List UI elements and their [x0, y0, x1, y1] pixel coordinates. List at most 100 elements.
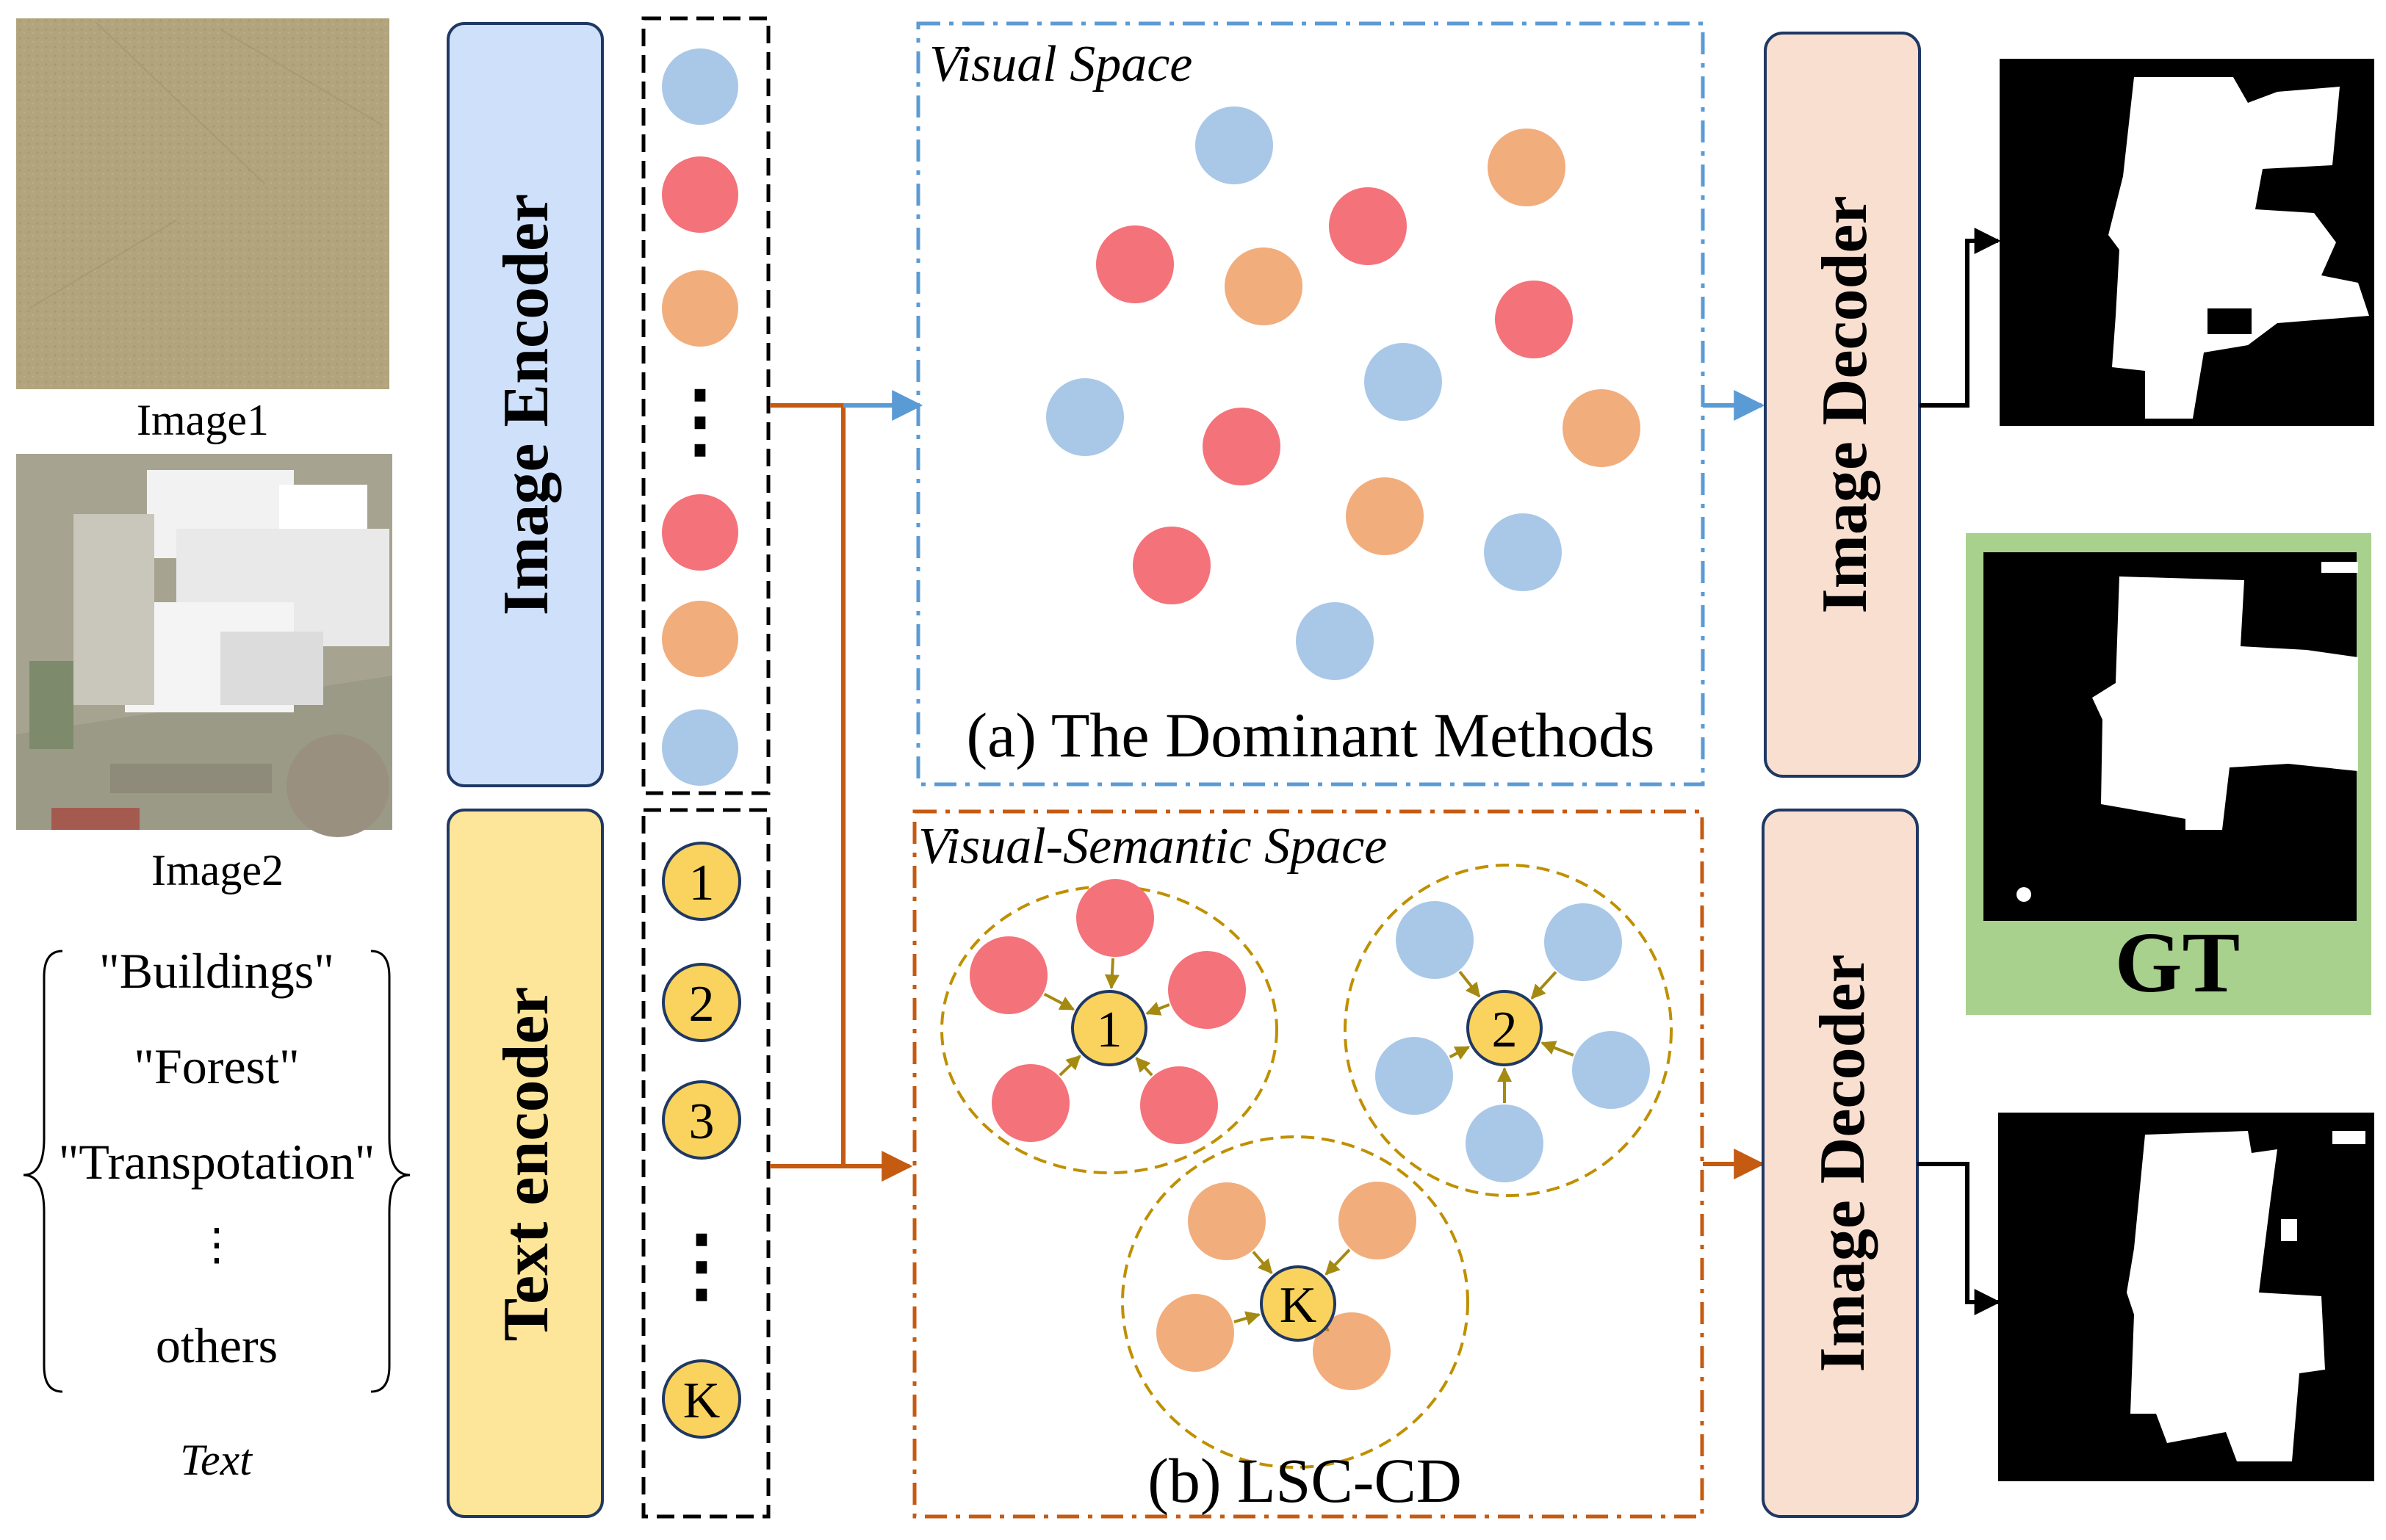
visual-space-point — [1096, 225, 1174, 303]
semantic-token — [662, 842, 741, 921]
cluster-point — [1313, 1312, 1391, 1390]
cluster-attraction-arrow — [1135, 1057, 1153, 1077]
image-encoder-label: Image Encoder — [491, 194, 562, 615]
cluster-center — [1466, 990, 1543, 1066]
cluster-point — [1375, 1037, 1453, 1115]
cluster-attraction-arrow — [1252, 1251, 1273, 1274]
encoder-connectors — [770, 390, 923, 1182]
cluster-center-label: K — [1280, 1277, 1317, 1334]
image-decoder-top: Image Decoder — [1764, 32, 1921, 778]
semantic-token — [662, 1080, 741, 1160]
text-list-item: others — [156, 1317, 278, 1373]
clusters: 1 2K — [940, 864, 1673, 1469]
cluster-point — [970, 936, 1048, 1014]
cluster: K — [1121, 1135, 1469, 1469]
text-list-item: ⋮ — [195, 1221, 239, 1269]
right-brace — [370, 950, 411, 1393]
visual-space-point — [1495, 281, 1573, 358]
image1-label: Image1 — [137, 396, 269, 444]
cluster-point — [1140, 1066, 1218, 1144]
visual-space-point — [1563, 389, 1640, 467]
cluster-attraction-arrow — [1530, 971, 1557, 999]
cluster: 1 — [940, 879, 1278, 1174]
cluster-attraction-arrow — [1458, 970, 1481, 998]
semantic-token-label: K — [683, 1373, 721, 1429]
visual-tokens — [662, 48, 738, 786]
image1 — [16, 18, 389, 389]
image-decoder-top-label: Image Decoder — [1809, 195, 1881, 613]
visual-space-point — [1225, 247, 1302, 325]
visual-token — [662, 601, 738, 677]
gt-label: GT — [2115, 914, 2241, 1011]
text-list-item: "Buildings" — [99, 943, 334, 999]
gt-panel: GT — [1966, 533, 2371, 1015]
decoder-top-output-arrow — [1920, 228, 2001, 408]
cluster-point — [1466, 1105, 1543, 1182]
visual-space-point — [1133, 527, 1211, 604]
text-encoder: Text encoder — [447, 809, 604, 1518]
cluster-attraction-arrow — [1233, 1311, 1261, 1326]
cluster-point — [1338, 1182, 1416, 1259]
cluster-attraction-arrow — [1145, 1002, 1170, 1016]
visual-points — [1046, 106, 1640, 680]
image2-label: Image2 — [151, 846, 284, 894]
image2 — [16, 454, 392, 837]
left-brace — [23, 950, 63, 1393]
cluster-attraction-arrow — [1540, 1041, 1574, 1057]
cluster-boundary — [1344, 864, 1673, 1197]
text-list-item: "Transpotation" — [59, 1134, 375, 1190]
visual-token — [662, 270, 738, 347]
cluster-center — [1260, 1265, 1336, 1342]
visual-token-ellipsis: ⋮ — [660, 376, 740, 466]
cluster-point — [1168, 951, 1246, 1029]
prediction-mask-bottom — [1998, 1113, 2374, 1481]
cluster-point — [1572, 1031, 1650, 1109]
cluster-attraction-arrow — [1449, 1045, 1471, 1060]
semantic-token — [662, 963, 741, 1042]
visual-space-title: Visual Space — [929, 36, 1192, 93]
cluster-boundary — [1121, 1135, 1469, 1469]
cluster-attraction-arrow — [1324, 1248, 1351, 1276]
semantic-token-label: 2 — [689, 976, 715, 1033]
image-encoder: Image Encoder — [447, 22, 604, 787]
input-column: Image1 Image2 "Buildings" "Forest" "Transp… — [16, 18, 411, 1484]
visual-space-point — [1488, 129, 1565, 206]
semantic-space-caption: (b) LSC-CD — [1147, 1445, 1462, 1516]
text-encoder-label: Text encoder — [491, 986, 562, 1341]
cluster-attraction-arrow — [1043, 992, 1075, 1011]
text-list-item: "Forest" — [134, 1038, 300, 1094]
semantic-token-ellipsis: ⋮ — [661, 1221, 742, 1310]
decoder-bottom-output-arrow — [1917, 1162, 2001, 1315]
semantic-space-title: Visual-Semantic Space — [918, 818, 1387, 875]
semantic-space-panel: Visual-Semantic Space 1 2K (b) LSC-CD — [912, 809, 1704, 1519]
visual-space-point — [1346, 477, 1424, 555]
semantic-token — [662, 1359, 741, 1439]
visual-space-point — [1296, 602, 1374, 680]
cluster-point — [1396, 901, 1474, 979]
visual-space-caption: (a) The Dominant Methods — [966, 700, 1654, 770]
image-decoder-bottom: Image Decoder — [1762, 809, 1919, 1518]
text-list: "Buildings" "Forest" "Transpotation" ⋮ other… — [59, 943, 375, 1373]
visual-space-point — [1046, 378, 1124, 456]
visual-token — [662, 48, 738, 125]
semantic-token-box — [641, 808, 771, 1519]
cluster-point — [1076, 879, 1154, 957]
cluster-point — [992, 1064, 1070, 1142]
cluster-center-label: 2 — [1492, 1002, 1518, 1058]
visual-space-point — [1195, 106, 1273, 184]
cluster-attraction-arrow — [1059, 1055, 1081, 1077]
semantic-token-label: 3 — [689, 1093, 715, 1150]
cluster-point — [1156, 1294, 1234, 1372]
visual-token — [662, 709, 738, 786]
prediction-mask-top — [2000, 59, 2374, 426]
cluster: 2 — [1344, 864, 1673, 1197]
cluster-center-label: 1 — [1097, 1002, 1122, 1058]
cluster-point — [1544, 903, 1622, 981]
image-decoder-bottom-label: Image Decoder — [1807, 954, 1878, 1372]
visual-space-point — [1484, 513, 1562, 591]
visual-token — [662, 156, 738, 233]
cluster-center — [1071, 990, 1147, 1066]
cluster-attraction-arrow — [1104, 958, 1120, 990]
visual-space-point — [1364, 343, 1442, 421]
